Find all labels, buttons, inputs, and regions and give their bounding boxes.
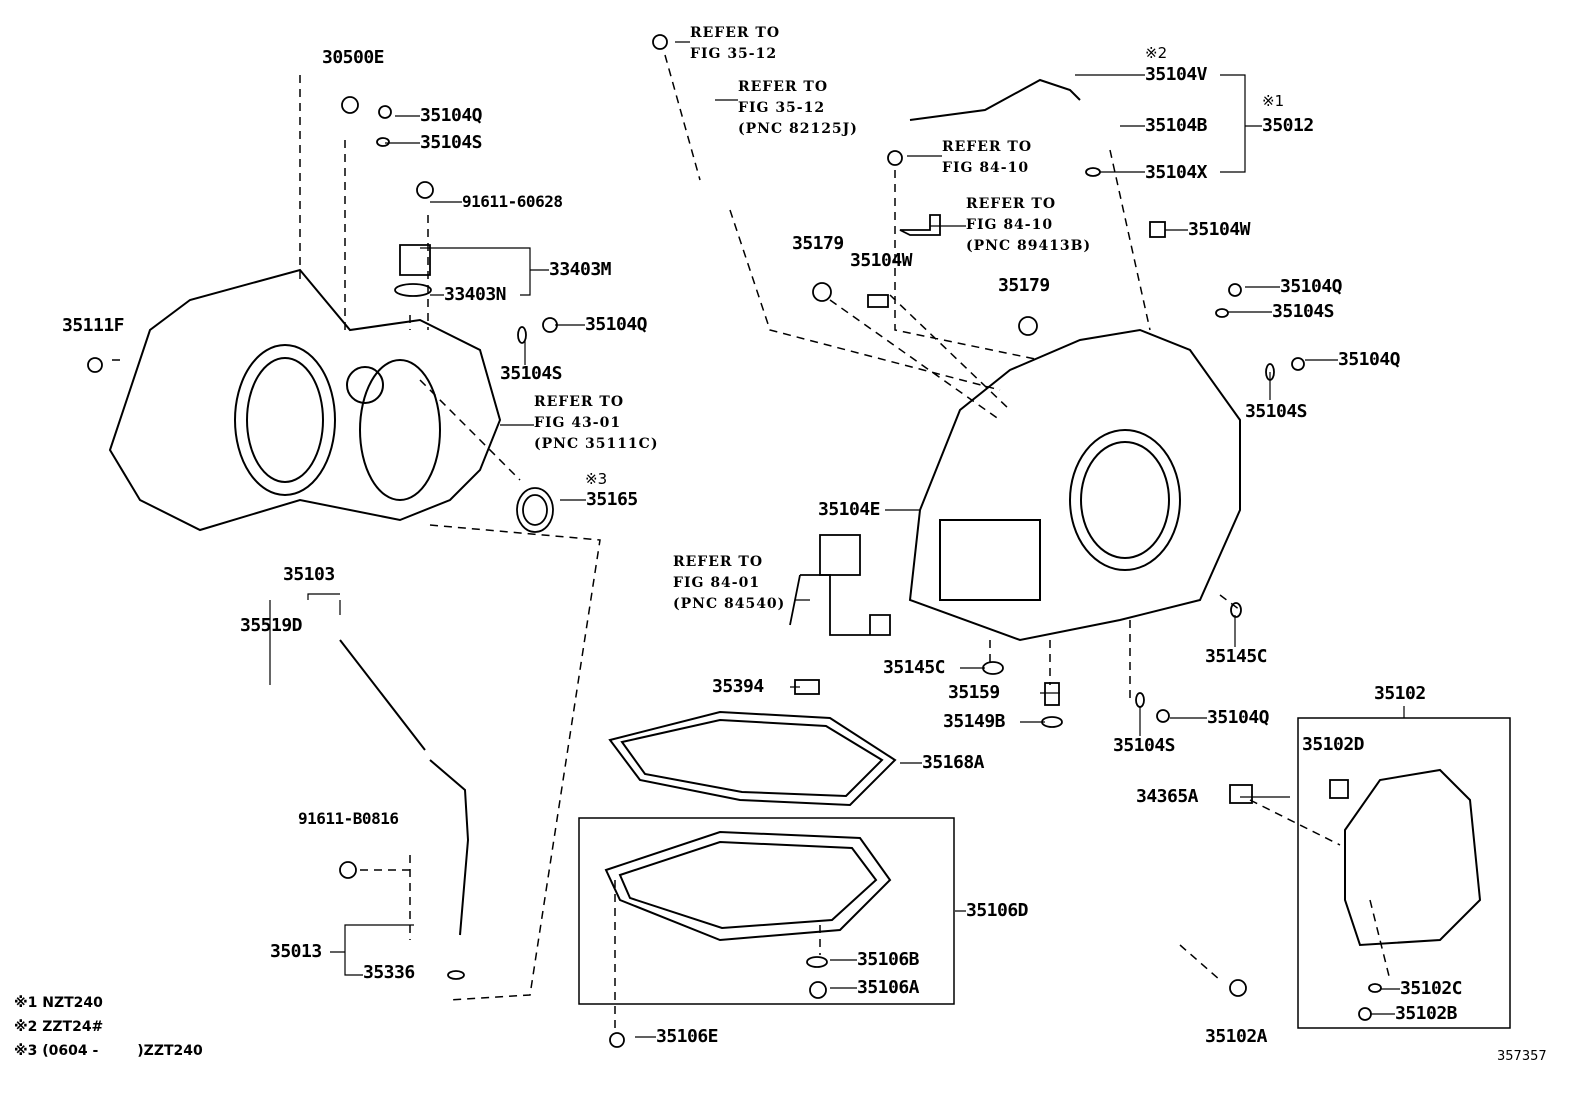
reference-line: (PNC 89413B) [966, 238, 1092, 254]
part-label: 35104X [1145, 162, 1208, 183]
part-label: 35104S [420, 132, 483, 153]
oil-pan-gasket [608, 710, 897, 807]
part-label: 35104S [1113, 735, 1176, 756]
part-label: 35519D [240, 615, 303, 636]
oil-pan-group-box [578, 817, 955, 1005]
part-label: 35104B [1145, 115, 1208, 136]
part-label: 35102D [1302, 734, 1365, 755]
part-label: 35104S [1245, 401, 1308, 422]
part-label: 35104V [1145, 64, 1208, 85]
footnote: ※3 (0604 - )ZZT240 [14, 1043, 203, 1059]
part-label: 35179 [792, 233, 844, 254]
reference-line: (PNC 82125J) [738, 121, 858, 137]
part-label: 35145C [1205, 646, 1268, 667]
part-label: 35145C [883, 657, 946, 678]
reference-line: FIG 84-10 [942, 160, 1030, 176]
part-label: 35159 [948, 682, 1000, 703]
part-label: 35104Q [1280, 276, 1343, 297]
part-label: 35104Q [420, 105, 483, 126]
reference-note: REFER TO FIG 84-01 (PNC 84540) [673, 552, 785, 615]
part-label: 35102B [1395, 1003, 1458, 1024]
reference-line: FIG 84-01 [673, 575, 761, 591]
reference-line: REFER TO [942, 139, 1033, 155]
part-label: 91611-60628 [462, 192, 563, 211]
reference-line: REFER TO [690, 25, 781, 41]
transaxle-housing-left [108, 268, 502, 532]
extension-housing-cover [1344, 768, 1482, 947]
reference-line: FIG 35-12 [690, 46, 778, 62]
reference-line: REFER TO [966, 196, 1057, 212]
reference-note: REFER TO FIG 35-12 (PNC 82125J) [738, 77, 858, 140]
leader-lines [269, 41, 1405, 1038]
reference-note: REFER TO FIG 84-10 [942, 137, 1032, 179]
part-label: 35111F [62, 315, 125, 336]
part-label: 35104W [1188, 219, 1251, 240]
part-label: 35102 [1374, 683, 1426, 704]
part-label: 35104S [500, 363, 563, 384]
transaxle-housing-right [908, 328, 1241, 642]
part-label: 35104W [850, 250, 913, 271]
part-label: 35103 [283, 564, 335, 585]
reference-line: (PNC 84540) [673, 596, 786, 612]
reference-note: REFER TO FIG 35-12 [690, 23, 780, 65]
reference-note: REFER TO FIG 43-01 (PNC 35111C) [534, 392, 658, 455]
footnote: ※2 ZZT24# [14, 1019, 104, 1035]
part-label: 35104Q [1338, 349, 1401, 370]
part-label: 35168A [922, 752, 985, 773]
fasteners [87, 34, 1382, 1048]
part-label: 33403N [444, 284, 507, 305]
part-label: 34365A [1136, 786, 1199, 807]
part-label: 35104S [1272, 301, 1335, 322]
part-label: 30500E [322, 47, 385, 68]
part-label: 35106B [857, 949, 920, 970]
figure-number: 357357 [1497, 1049, 1547, 1064]
reference-line: FIG 84-10 [966, 217, 1054, 233]
reference-line: REFER TO [738, 79, 829, 95]
part-label: 35012 [1262, 115, 1314, 136]
part-label: 35102C [1400, 978, 1463, 999]
reference-line: FIG 35-12 [738, 100, 826, 116]
reference-line: FIG 43-01 [534, 415, 622, 431]
breather-hose [909, 78, 1081, 121]
oil-pan [604, 830, 892, 942]
part-label: 35104Q [585, 314, 648, 335]
reference-note: REFER TO FIG 84-10 (PNC 89413B) [966, 194, 1091, 257]
part-label: 35104E [818, 499, 881, 520]
part-label: 35165 [586, 489, 638, 510]
dashed-guides [110, 54, 1391, 1030]
part-label: 91611-B0816 [298, 809, 399, 828]
part-label: 33403M [549, 259, 612, 280]
dipstick [339, 639, 470, 936]
part-label: 35013 [270, 941, 322, 962]
part-label: 35336 [363, 962, 415, 983]
part-label: 35106D [966, 900, 1029, 921]
applicability-mark: ※1 [1262, 92, 1285, 110]
reference-line: REFER TO [673, 554, 764, 570]
part-label: 35104Q [1207, 707, 1270, 728]
reference-line: REFER TO [534, 394, 625, 410]
applicability-mark: ※2 [1145, 44, 1168, 62]
reference-line: (PNC 35111C) [534, 436, 659, 452]
applicability-mark: ※3 [585, 470, 608, 488]
part-label: 35149B [943, 711, 1006, 732]
part-label: 35394 [712, 676, 764, 697]
footnote: ※1 NZT240 [14, 995, 103, 1011]
part-label: 35102A [1205, 1026, 1268, 1047]
part-label: 35179 [998, 275, 1050, 296]
part-label: 35106A [857, 977, 920, 998]
part-label: 35106E [656, 1026, 719, 1047]
